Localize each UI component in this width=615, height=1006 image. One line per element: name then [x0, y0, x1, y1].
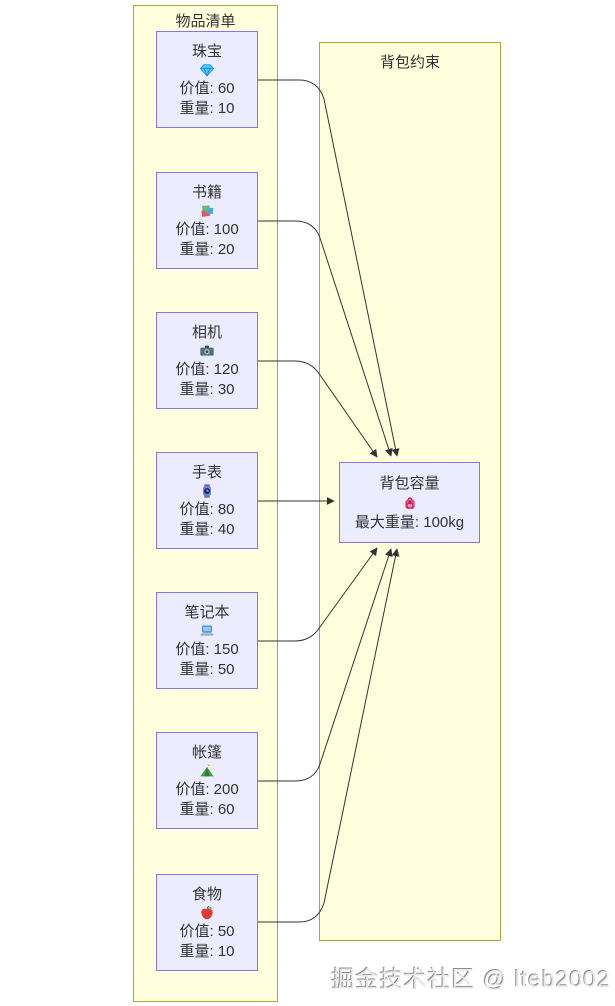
item-weight: 重量: 50 [179, 660, 235, 678]
capacity-node: 背包容量 最大重量: 100kg [339, 462, 480, 543]
item-weight: 重量: 30 [179, 380, 235, 398]
diamond-icon [199, 63, 215, 77]
item-value: 价值: 120 [175, 360, 239, 378]
edge-jewelry-to-capacity [257, 79, 400, 457]
capacity-title: 背包容量 [379, 474, 440, 492]
item-node-watch: 手表 价值: 80 重量: 40 [156, 452, 258, 549]
edge-tent-to-capacity [257, 548, 393, 782]
item-name: 珠宝 [191, 42, 222, 60]
item-weight: 重量: 60 [179, 800, 235, 818]
item-value: 价值: 50 [179, 922, 235, 940]
item-node-laptop: 笔记本 价值: 150 重量: 50 [156, 592, 258, 689]
item-name: 食物 [191, 885, 222, 903]
capacity-label: 最大重量: 100kg [354, 513, 465, 531]
item-value: 价值: 60 [179, 79, 235, 97]
item-weight: 重量: 10 [179, 942, 235, 960]
item-node-books: 书籍 价值: 100 重量: 20 [156, 172, 258, 269]
laptop-icon [200, 625, 214, 636]
item-weight: 重量: 40 [179, 520, 235, 538]
item-node-camera: 相机 价值: 120 重量: 30 [156, 312, 258, 409]
backpack-icon [404, 496, 415, 509]
constraint-cluster-title: 背包约束 [379, 54, 440, 71]
edge-laptop-to-capacity [257, 547, 378, 642]
watch-icon [203, 483, 211, 498]
item-value: 价值: 80 [179, 500, 235, 518]
camera-icon [200, 345, 214, 356]
item-value: 价值: 200 [175, 780, 239, 798]
edge-books-to-capacity [257, 220, 393, 457]
edge-camera-to-capacity [257, 360, 378, 458]
item-weight: 重量: 10 [179, 99, 235, 117]
watermark-text: 掘金技术社区 @ lteb2002 [331, 966, 611, 992]
item-node-jewelry: 珠宝 价值: 60 重量: 10 [156, 31, 258, 128]
item-name: 手表 [191, 463, 222, 481]
item-name: 书籍 [191, 183, 222, 201]
item-name: 相机 [191, 323, 222, 341]
tent-icon [200, 763, 214, 776]
item-value: 价值: 100 [175, 220, 239, 238]
books-icon [201, 204, 214, 217]
item-node-food: 食物 价值: 50 重量: 10 [156, 874, 258, 971]
item-name: 帐篷 [191, 743, 222, 761]
edge-food-to-capacity [257, 548, 400, 923]
item-node-tent: 帐篷 价值: 200 重量: 60 [156, 732, 258, 829]
item-name: 笔记本 [184, 603, 230, 621]
item-value: 价值: 150 [175, 640, 239, 658]
item-weight: 重量: 20 [179, 240, 235, 258]
apple-icon [201, 905, 213, 919]
items-cluster-title: 物品清单 [175, 13, 236, 30]
